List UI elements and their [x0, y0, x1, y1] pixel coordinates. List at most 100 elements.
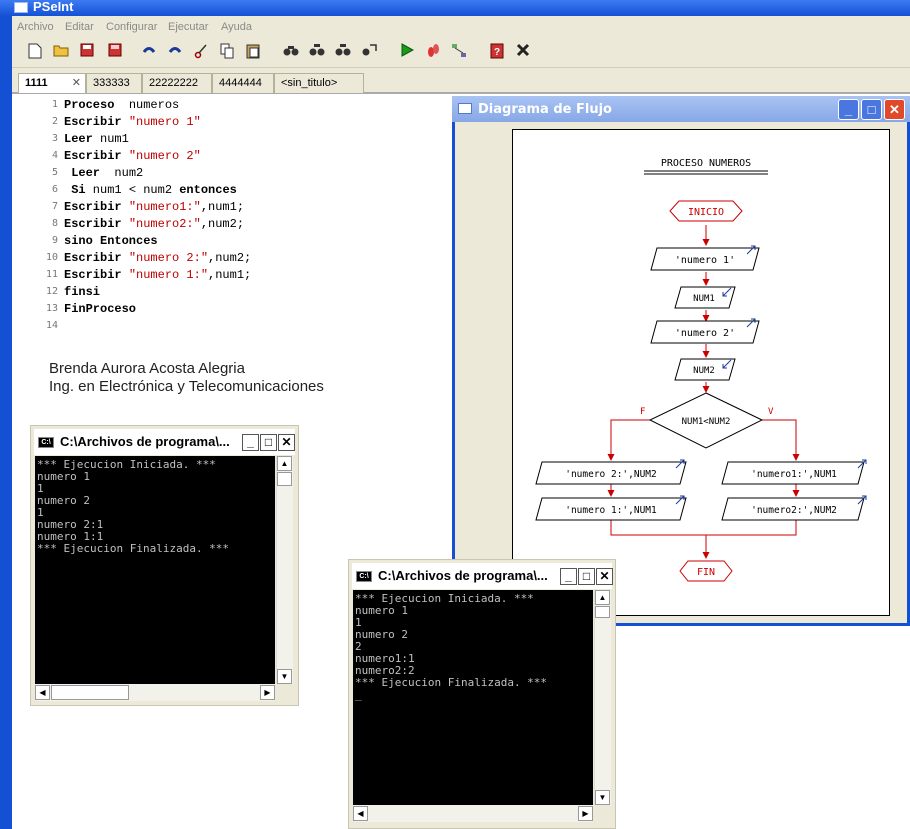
true-output-block-1 — [721, 461, 865, 485]
true-output-block-2 — [721, 497, 865, 521]
tab-4444444[interactable]: 4444444 — [212, 73, 274, 93]
console-title: C:\Archivos de programa\... — [60, 434, 230, 449]
cut-icon[interactable] — [192, 43, 210, 61]
maximize-button[interactable]: □ — [578, 568, 595, 585]
close-button[interactable]: ✕ — [884, 99, 905, 120]
close-button[interactable]: ✕ — [596, 568, 613, 585]
code-text: num1 < num2 — [85, 183, 180, 197]
minimize-button[interactable]: _ — [838, 99, 859, 120]
line-number: 12 — [45, 286, 58, 297]
app-title: PSeInt — [33, 0, 74, 14]
scroll-left-button[interactable]: ◀ — [35, 685, 50, 700]
keyword: finsi — [64, 285, 101, 299]
open-folder-icon[interactable] — [52, 43, 70, 61]
scroll-left-button[interactable]: ◀ — [353, 806, 368, 821]
minimize-button[interactable]: _ — [560, 568, 577, 585]
horizontal-scrollbar[interactable]: ◀ ▶ — [353, 805, 593, 822]
keyword: sino Entonces — [64, 234, 158, 248]
menu-ejecutar[interactable]: Ejecutar — [168, 21, 209, 33]
debug-icon[interactable] — [424, 43, 442, 61]
replace-icon[interactable] — [360, 43, 378, 61]
close-button[interactable]: ✕ — [278, 434, 295, 451]
scroll-thumb-h[interactable] — [51, 685, 129, 700]
console-icon: C:\ — [38, 437, 54, 448]
console-line: 1 — [355, 616, 362, 629]
redo-icon[interactable] — [166, 43, 184, 61]
output-block-1 — [650, 247, 760, 271]
false-branch-label: F — [640, 407, 645, 417]
maximize-button[interactable]: □ — [861, 99, 882, 120]
find-next-icon[interactable] — [308, 43, 326, 61]
code-line[interactable]: finsi — [64, 285, 100, 299]
tab-sin-titulo[interactable]: <sin_titulo> — [274, 73, 364, 93]
line-number: 2 — [51, 116, 58, 127]
code-line[interactable]: Escribir "numero 2" — [64, 149, 201, 163]
string-literal: "numero 1" — [128, 115, 201, 129]
file-tabs: 1111 ✕ 333333 22222222 4444444 <sin_titu… — [12, 68, 910, 94]
end-terminal — [679, 560, 733, 582]
run-icon[interactable] — [398, 43, 416, 61]
code-line[interactable]: Escribir "numero2:",num2; — [64, 217, 244, 231]
vertical-scrollbar[interactable]: ▲ ▼ — [594, 590, 611, 805]
scroll-up-button[interactable]: ▲ — [277, 456, 292, 471]
keyword: Leer — [64, 166, 101, 180]
code-line[interactable]: Leer num2 — [64, 166, 143, 180]
start-label: INICIO — [688, 207, 724, 218]
keyword: Escribir — [64, 200, 129, 214]
save-as-icon[interactable] — [106, 43, 124, 61]
code-line[interactable]: Leer num1 — [64, 132, 129, 146]
flowchart-svg: PROCESO NUMEROS — [535, 158, 867, 582]
scroll-down-button[interactable]: ▼ — [595, 790, 610, 805]
scroll-down-button[interactable]: ▼ — [277, 669, 292, 684]
save-icon[interactable] — [78, 43, 96, 61]
code-text: ,num1; — [208, 268, 252, 282]
scroll-thumb[interactable] — [595, 606, 610, 618]
minimize-button[interactable]: _ — [242, 434, 259, 451]
copy-icon[interactable] — [218, 43, 236, 61]
vertical-scrollbar[interactable]: ▲ ▼ — [276, 456, 293, 684]
maximize-button[interactable]: □ — [260, 434, 277, 451]
code-line[interactable]: Escribir "numero1:",num1; — [64, 200, 244, 214]
code-line[interactable]: Si num1 < num2 entonces — [64, 183, 237, 197]
scroll-up-button[interactable]: ▲ — [595, 590, 610, 605]
flowchart-title-bar[interactable]: Diagrama de Flujo _ □ ✕ — [452, 96, 910, 122]
scroll-right-button[interactable]: ▶ — [260, 685, 275, 700]
help-icon[interactable]: ? — [488, 43, 506, 61]
find-prev-icon[interactable] — [334, 43, 352, 61]
flowchart-icon[interactable] — [450, 43, 468, 61]
scroll-right-button[interactable]: ▶ — [578, 806, 593, 821]
menu-ayuda[interactable]: Ayuda — [221, 21, 252, 33]
keyword: Escribir — [64, 217, 129, 231]
line-number: 1 — [51, 99, 58, 110]
code-line[interactable]: FinProceso — [64, 302, 136, 316]
console-title-bar[interactable]: C:\ C:\Archivos de programa\... _ □ ✕ — [352, 563, 613, 589]
paste-icon[interactable] — [244, 43, 262, 61]
tab-close-icon[interactable]: ✕ — [71, 77, 81, 89]
line-number: 6 — [51, 184, 58, 195]
scroll-thumb[interactable] — [277, 472, 292, 486]
line-number: 8 — [51, 218, 58, 229]
search-icon[interactable] — [282, 43, 300, 61]
window-icon — [458, 103, 472, 114]
code-line[interactable]: Proceso numeros — [64, 98, 179, 112]
menu-editar[interactable]: Editar — [65, 21, 94, 33]
new-file-icon[interactable] — [26, 43, 44, 61]
tab-1111[interactable]: 1111 ✕ — [18, 73, 86, 93]
code-line[interactable]: Escribir "numero 2:",num2; — [64, 251, 251, 265]
console-line: numero2:2 — [355, 664, 415, 677]
console-line: numero 1 — [37, 470, 90, 483]
console-line: numero 2 — [37, 494, 90, 507]
code-line[interactable]: Escribir "numero 1:",num1; — [64, 268, 251, 282]
console-line: *** Ejecucion Iniciada. *** — [37, 458, 216, 471]
tab-333333[interactable]: 333333 — [86, 73, 142, 93]
console-title-bar[interactable]: C:\ C:\Archivos de programa\... _ □ ✕ — [34, 429, 295, 455]
tab-22222222[interactable]: 22222222 — [142, 73, 212, 93]
close-icon[interactable] — [514, 43, 532, 61]
menu-archivo[interactable]: Archivo — [17, 21, 54, 33]
undo-icon[interactable] — [140, 43, 158, 61]
code-line[interactable]: Escribir "numero 1" — [64, 115, 201, 129]
code-line[interactable]: sino Entonces — [64, 234, 158, 248]
menu-configurar[interactable]: Configurar — [106, 21, 158, 33]
string-literal: "numero1:" — [128, 200, 201, 214]
horizontal-scrollbar[interactable]: ◀ ▶ — [35, 684, 275, 701]
